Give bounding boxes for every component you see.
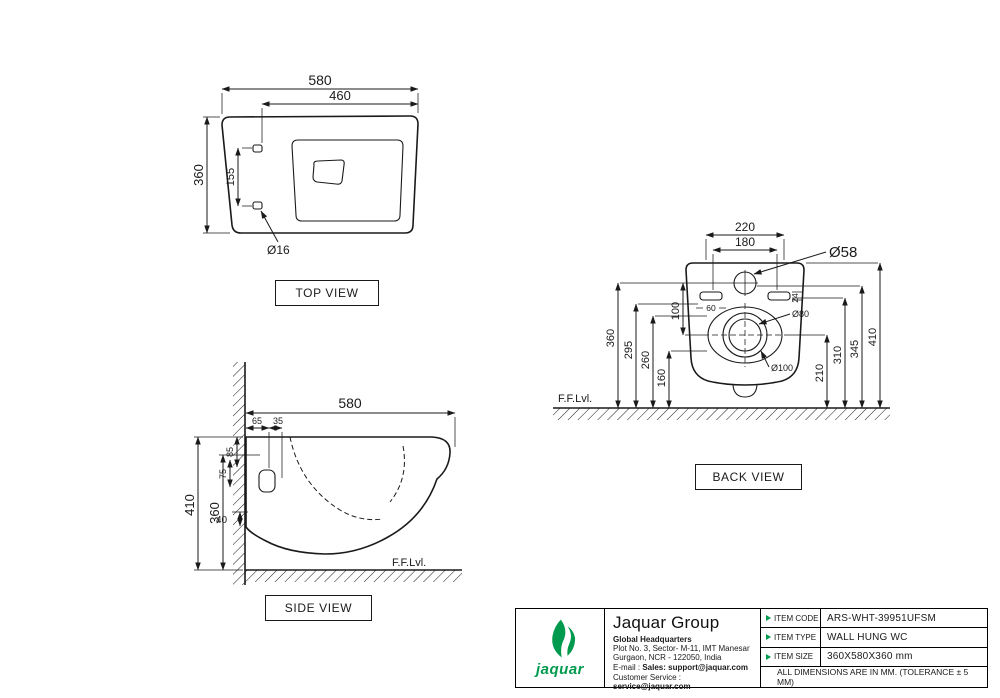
brand-logo-cell: jaquar <box>516 609 605 687</box>
service-value: service@jaquar.com <box>613 682 691 691</box>
side-dim-35: 35 <box>273 416 283 426</box>
arrow-icon <box>766 653 771 660</box>
back-dim-180: 180 <box>735 235 755 249</box>
back-dim-410: 410 <box>867 328 879 346</box>
back-dim-160: 160 <box>656 369 668 387</box>
item-size-row: ITEM SIZE 360X580X360 mm <box>761 647 987 667</box>
outlet-bump <box>732 384 758 398</box>
item-code-label: ITEM CODE <box>774 613 819 623</box>
side-dim-height-body: 360 <box>207 502 222 524</box>
back-dim-100: 100 <box>670 302 682 320</box>
side-dim-40: 40 <box>216 515 228 526</box>
side-view-label: SIDE VIEW <box>265 595 372 621</box>
back-dim-outlet-inner-dia: Ø80 <box>792 309 809 319</box>
back-floor-label: F.F.Lvl. <box>558 393 592 405</box>
item-size-label-cell: ITEM SIZE <box>761 647 821 666</box>
item-type-value: WALL HUNG WC <box>827 631 908 643</box>
back-view-floor: F.F.Lvl. <box>553 393 890 420</box>
side-view-outline <box>245 436 451 555</box>
side-dim-85: 85 <box>225 447 235 457</box>
back-dim-360: 360 <box>605 329 617 347</box>
top-dim-hinge-hole: Ø16 <box>267 243 290 257</box>
brand-wordmark: jaquar <box>535 661 584 678</box>
side-dim-length: 580 <box>338 395 362 411</box>
item-code-row: ITEM CODE ARS-WHT-39951UFSM <box>761 609 987 629</box>
back-dim-inlet-dia: Ø58 <box>829 244 857 261</box>
hinge-hole-bottom <box>252 201 263 210</box>
email-value: Sales: support@jaquar.com <box>642 663 748 672</box>
side-view-drawing: F.F.Lvl. 580 65 35 410 360 85 75 <box>182 362 462 585</box>
side-view-title: SIDE VIEW <box>284 601 353 615</box>
item-size-value: 360X580X360 mm <box>827 651 913 663</box>
title-block: jaquar Jaquar Group Global Headquarters … <box>515 608 988 691</box>
item-code-label-cell: ITEM CODE <box>761 609 821 628</box>
back-dim-210: 210 <box>814 364 826 382</box>
side-view-dimensions: 580 65 35 410 360 85 75 40 <box>182 395 456 571</box>
back-view-drawing: F.F.Lvl. 220 180 60 24 Ø58 <box>553 220 890 420</box>
side-dim-75: 75 <box>218 469 228 479</box>
wall-hatch <box>233 362 245 585</box>
back-dim-345: 345 <box>849 340 861 358</box>
item-type-label: ITEM TYPE <box>774 632 817 642</box>
service-label: Customer Service : <box>613 673 682 682</box>
email-label: E-mail : <box>613 663 643 672</box>
item-type-label-cell: ITEM TYPE <box>761 628 821 647</box>
back-view-label: BACK VIEW <box>695 464 802 490</box>
dimensions-note: ALL DIMENSIONS ARE IN MM. (TOLERANCE ± 5… <box>777 666 969 687</box>
item-size-label: ITEM SIZE <box>774 652 814 662</box>
top-view-outline <box>221 115 419 234</box>
side-dim-height-total: 410 <box>182 494 197 516</box>
floor-hatch <box>553 408 890 420</box>
back-dim-295: 295 <box>623 341 635 359</box>
item-code-value: ARS-WHT-39951UFSM <box>827 612 936 624</box>
hinge-hole-top <box>252 144 263 153</box>
company-email: E-mail : Sales: support@jaquar.com <box>613 663 752 672</box>
back-dim-260: 260 <box>640 351 652 369</box>
top-dim-hinge-spacing: 155 <box>225 168 237 186</box>
top-dim-inner-length: 460 <box>329 88 351 103</box>
top-view-dimensions: 580 460 360 155 Ø16 <box>191 72 419 257</box>
company-name: Jaquar Group <box>613 613 720 632</box>
mounting-hole <box>258 469 276 493</box>
back-view-title: BACK VIEW <box>712 470 785 484</box>
company-service: Customer Service : service@jaquar.com <box>613 673 752 691</box>
company-address-1: Plot No. 3, Sector- M-11, IMT Manesar <box>613 644 750 653</box>
back-dim-60: 60 <box>706 303 716 313</box>
top-view-title: TOP VIEW <box>295 286 359 300</box>
top-view-label: TOP VIEW <box>275 280 379 306</box>
top-dim-width: 360 <box>191 164 206 186</box>
top-view-drawing: 580 460 360 155 Ø16 <box>191 72 419 257</box>
back-dim-310: 310 <box>832 346 844 364</box>
side-view-wall-floor: F.F.Lvl. <box>233 362 462 585</box>
floor-hatch <box>245 570 462 582</box>
item-table: ITEM CODE ARS-WHT-39951UFSM ITEM TYPE WA… <box>761 609 987 687</box>
top-dim-length: 580 <box>308 72 332 88</box>
back-view-outline <box>685 262 805 398</box>
fixing-slot-left <box>699 291 723 301</box>
company-hq: Global Headquarters <box>613 635 692 644</box>
fixing-slot-right <box>767 291 791 301</box>
side-dim-65: 65 <box>252 416 262 426</box>
item-type-row: ITEM TYPE WALL HUNG WC <box>761 628 987 648</box>
back-dim-outlet-outer-dia: Ø100 <box>771 363 793 373</box>
back-view-dimensions: 220 180 60 24 Ø58 Ø80 Ø100 360 295 260 <box>605 220 883 409</box>
arrow-icon <box>766 615 771 622</box>
company-address-2: Gurgaon, NCR - 122050, India <box>613 653 722 662</box>
back-dim-220: 220 <box>735 220 755 234</box>
jaquar-logo-icon <box>552 619 576 658</box>
company-cell: Jaquar Group Global Headquarters Plot No… <box>605 609 761 691</box>
side-floor-label: F.F.Lvl. <box>392 557 426 569</box>
arrow-icon <box>766 634 771 641</box>
